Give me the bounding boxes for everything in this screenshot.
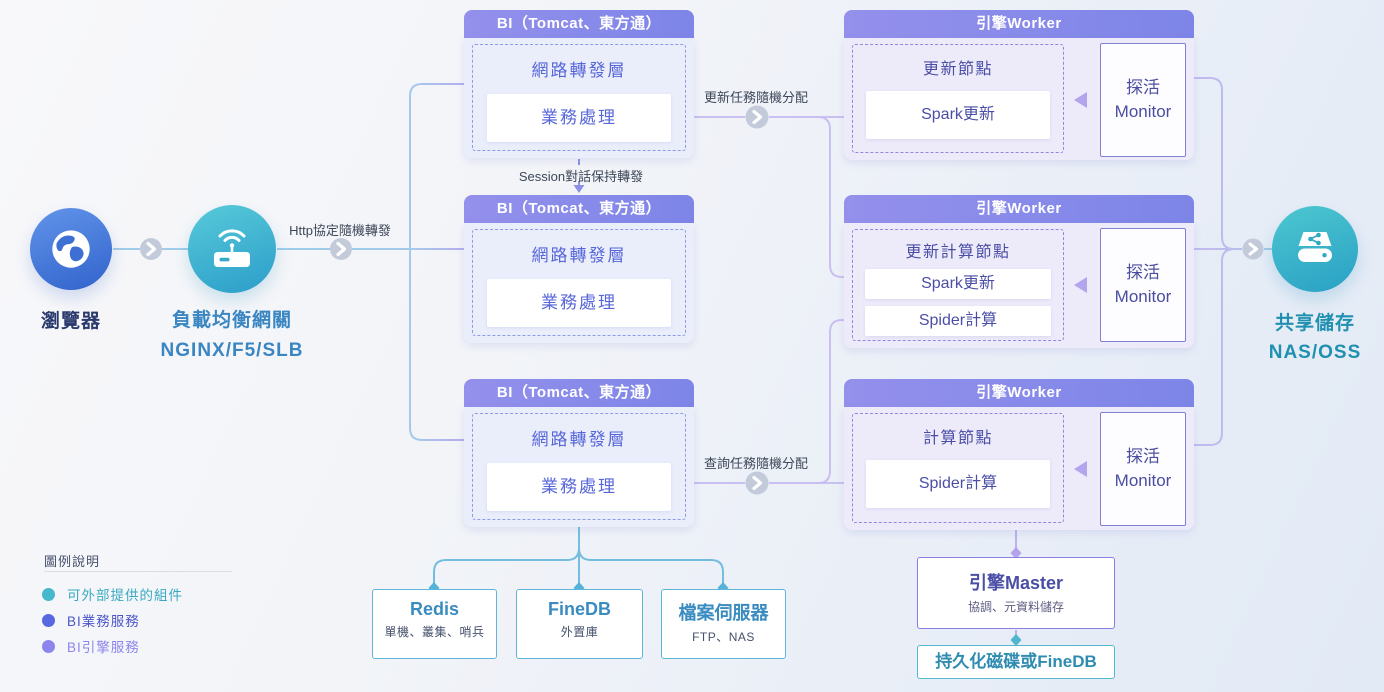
bi-node-body: 網路轉發層 業務處理 xyxy=(464,38,694,158)
network-forward-layer: 網路轉發層 業務處理 xyxy=(472,229,686,336)
legend-item-bi-engine: BI引擎服務 xyxy=(42,636,140,656)
legend-item-bi-business: BI業務服務 xyxy=(42,610,140,630)
finedb-subtitle: 外置庫 xyxy=(560,625,599,639)
file-server-title: 檔案伺服器 xyxy=(678,603,769,623)
browser-node xyxy=(30,208,112,290)
worker-header: 引擎Worker xyxy=(844,195,1194,223)
load-balancer-label: 負載均衡網關 xyxy=(171,310,293,331)
load-balancer-sublabel: NGINX/F5/SLB xyxy=(160,340,304,361)
monitor-arrow-left-icon xyxy=(1074,277,1087,293)
bi-node-2: BI（Tomcat、東方通） 網路轉發層 業務處理 xyxy=(464,195,694,343)
network-forward-layer: 網路轉發層 業務處理 xyxy=(472,413,686,520)
worker-node-title: 更新計算節點 xyxy=(905,244,1011,261)
browser-label: 瀏覽器 xyxy=(40,311,102,332)
monitor-label-1: 探活 xyxy=(1126,263,1160,282)
spider-compute-box: Spider計算 xyxy=(865,306,1051,336)
layer-title: 網路轉發層 xyxy=(531,430,627,449)
engine-master-title: 引擎Master xyxy=(968,573,1064,593)
monitor-box: 探活 Monitor xyxy=(1100,228,1186,342)
spark-update-box: Spark更新 xyxy=(866,91,1050,139)
layer-title: 網路轉發層 xyxy=(531,246,627,265)
spark-update-box: Spark更新 xyxy=(865,269,1051,299)
edge-label-http: Http協定隨機轉發 xyxy=(289,223,391,238)
bi-node-header: BI（Tomcat、東方通） xyxy=(464,195,694,223)
file-server-subtitle: FTP、NAS xyxy=(692,630,755,644)
legend-label: BI引擎服務 xyxy=(67,640,140,655)
persistence-box: 持久化磁碟或FineDB xyxy=(917,645,1115,679)
worker-node-title: 計算節點 xyxy=(922,430,993,447)
shared-storage-sublabel: NAS/OSS xyxy=(1268,342,1362,363)
file-server-box: 檔案伺服器 FTP、NAS xyxy=(661,589,786,659)
edge-label-query-dispatch: 查詢任務隨機分配 xyxy=(703,456,809,471)
update-node-group: 更新節點 Spark更新 xyxy=(852,44,1064,153)
redis-box: Redis 單機、叢集、哨兵 xyxy=(372,589,497,659)
worker-header: 引擎Worker xyxy=(844,10,1194,38)
router-wifi-icon xyxy=(214,229,250,267)
business-process-box: 業務處理 xyxy=(487,463,671,511)
finedb-box: FineDB 外置庫 xyxy=(516,589,643,659)
layer-title: 網路轉發層 xyxy=(531,61,627,80)
legend-dot-teal xyxy=(42,587,55,601)
legend-divider xyxy=(44,571,232,572)
bi-node-3: BI（Tomcat、東方通） 網路轉發層 業務處理 xyxy=(464,379,694,527)
bi-node-header: BI（Tomcat、東方通） xyxy=(464,379,694,407)
monitor-arrow-left-icon xyxy=(1074,461,1087,477)
monitor-label-2: Monitor xyxy=(1114,471,1172,490)
monitor-box: 探活 Monitor xyxy=(1100,43,1186,157)
business-process-box: 業務處理 xyxy=(487,279,671,327)
monitor-label-1: 探活 xyxy=(1126,78,1160,97)
compute-node-group: 計算節點 Spider計算 xyxy=(852,413,1064,523)
finedb-title: FineDB xyxy=(548,599,611,619)
load-balancer-node xyxy=(188,205,276,293)
monitor-box: 探活 Monitor xyxy=(1100,412,1186,526)
shared-storage-node xyxy=(1272,206,1358,292)
bi-node-header: BI（Tomcat、東方通） xyxy=(464,10,694,38)
monitor-label-1: 探活 xyxy=(1126,447,1160,466)
business-process-box: 業務處理 xyxy=(487,94,671,142)
update-compute-node-group: 更新計算節點 Spark更新 Spider計算 xyxy=(852,229,1064,341)
worker-body: 計算節點 Spider計算 探活 Monitor xyxy=(844,407,1194,530)
monitor-label-2: Monitor xyxy=(1114,287,1172,306)
monitor-arrow-left-icon xyxy=(1074,92,1087,108)
legend-label: BI業務服務 xyxy=(67,614,140,629)
bi-node-body: 網路轉發層 業務處理 xyxy=(464,407,694,527)
worker-header: 引擎Worker xyxy=(844,379,1194,407)
engine-master-subtitle: 協調、元資料儲存 xyxy=(967,600,1064,614)
legend-dot-lavender xyxy=(42,639,55,653)
redis-title: Redis xyxy=(409,599,460,619)
bi-node-body: 網路轉發層 業務處理 xyxy=(464,223,694,343)
worker-body: 更新計算節點 Spark更新 Spider計算 探活 Monitor xyxy=(844,223,1194,348)
edge-label-session: Session對話保持轉發 xyxy=(518,169,644,184)
legend-title: 圖例說明 xyxy=(44,554,101,569)
legend-item-external: 可外部提供的組件 xyxy=(42,584,183,604)
redis-subtitle: 單機、叢集、哨兵 xyxy=(384,625,485,639)
shared-drive-icon xyxy=(1298,232,1332,262)
bi-node-1: BI（Tomcat、東方通） 網路轉發層 業務處理 xyxy=(464,10,694,158)
engine-master-box: 引擎Master 協調、元資料儲存 xyxy=(917,557,1115,629)
worker-body: 更新節點 Spark更新 探活 Monitor xyxy=(844,38,1194,160)
shared-storage-label: 共享儲存 xyxy=(1274,313,1356,334)
worker-node-title: 更新節點 xyxy=(922,61,993,78)
engine-worker-3: 引擎Worker 計算節點 Spider計算 探活 Monitor xyxy=(844,379,1194,530)
monitor-label-2: Monitor xyxy=(1114,102,1172,121)
globe-icon xyxy=(52,230,90,268)
engine-worker-1: 引擎Worker 更新節點 Spark更新 探活 Monitor xyxy=(844,10,1194,160)
network-forward-layer: 網路轉發層 業務處理 xyxy=(472,44,686,151)
engine-worker-2: 引擎Worker 更新計算節點 Spark更新 Spider計算 探活 Moni… xyxy=(844,195,1194,348)
chevron-right-icon xyxy=(140,105,1264,495)
spider-compute-box: Spider計算 xyxy=(866,460,1050,508)
legend-dot-blue xyxy=(42,613,55,627)
legend-label: 可外部提供的組件 xyxy=(67,588,183,603)
edge-label-update-dispatch: 更新任務隨機分配 xyxy=(703,90,809,105)
